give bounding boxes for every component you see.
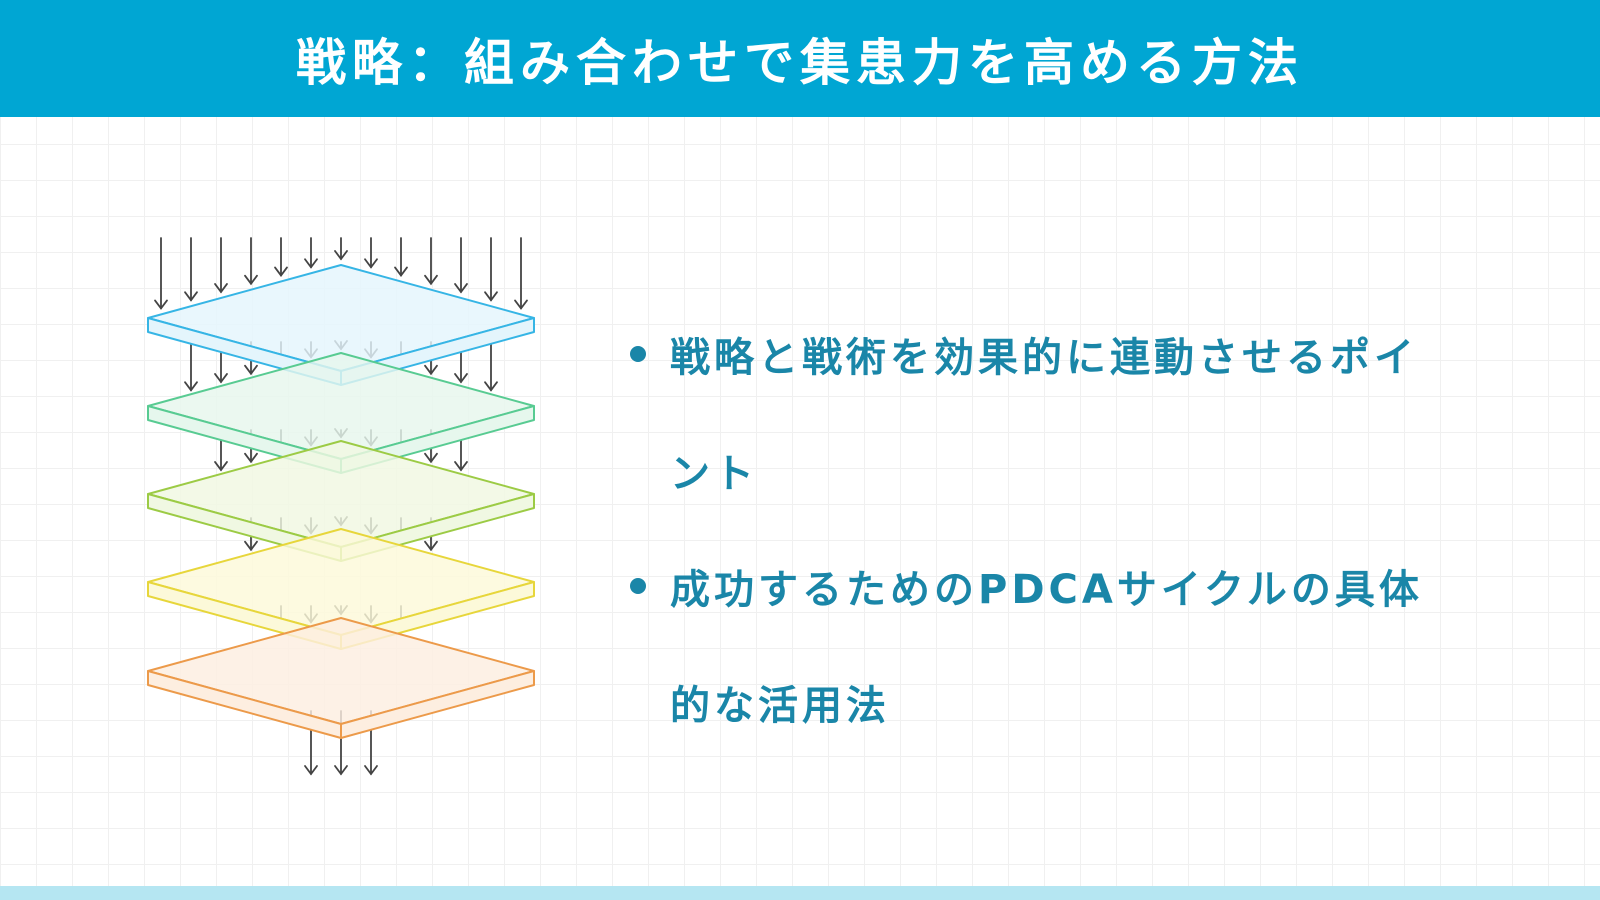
- down-arrow-icon: [214, 237, 228, 294]
- down-arrow-icon: [334, 237, 348, 261]
- down-arrow-icon: [484, 341, 498, 392]
- bullet-text-2: 成功するためのPDCAサイクルの具体的な活用法: [670, 567, 1423, 729]
- down-arrow-icon: [424, 237, 438, 286]
- header-bar: 戦略：組み合わせで集患力を高める方法: [0, 0, 1600, 117]
- down-arrow-icon: [274, 237, 288, 277]
- down-arrow-icon: [394, 237, 408, 277]
- down-arrow-icon: [364, 237, 378, 269]
- layered-filter-diagram: [147, 237, 535, 776]
- down-arrow-icon: [184, 237, 198, 302]
- bullet-text-1: 戦略と戦術を効果的に連動させるポイント: [670, 335, 1418, 497]
- down-arrow-icon: [154, 237, 168, 310]
- filter-layer-5: [147, 617, 535, 739]
- down-arrow-icon: [514, 237, 528, 310]
- footer-bar: [0, 886, 1600, 900]
- down-arrow-icon: [484, 237, 498, 302]
- layers-group: [147, 264, 535, 739]
- bullet-dot: [630, 578, 646, 594]
- bullet-item-1: 戦略と戦術を効果的に連動させるポイント: [630, 300, 1560, 532]
- down-arrow-icon: [244, 237, 258, 286]
- down-arrow-icon: [184, 341, 198, 392]
- bullet-item-2: 成功するためのPDCAサイクルの具体的な活用法: [630, 532, 1560, 764]
- bullet-dot: [630, 346, 646, 362]
- page-title: 戦略：組み合わせで集患力を高める方法: [296, 33, 1304, 92]
- down-arrow-icon: [304, 237, 318, 269]
- bullet-list: 戦略と戦術を効果的に連動させるポイント 成功するためのPDCAサイクルの具体的な…: [630, 300, 1560, 764]
- down-arrow-icon: [454, 237, 468, 294]
